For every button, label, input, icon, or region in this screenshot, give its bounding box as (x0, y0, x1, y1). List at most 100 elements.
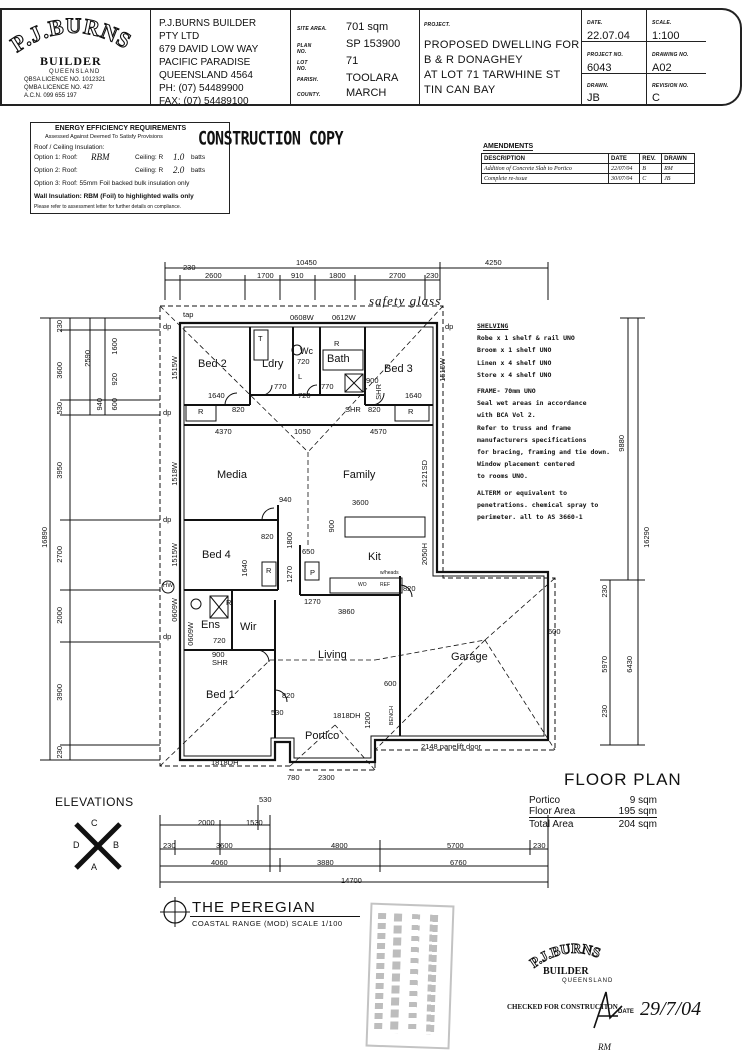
room-wir: Wir (240, 621, 257, 633)
lot-no-label: LOT NO. (297, 60, 308, 72)
misc-label: SHR (345, 405, 361, 414)
address-2: PACIFIC PARADISE (159, 57, 251, 68)
dim-text: 230 (426, 271, 439, 280)
energy-sub: Assessed Against Deemed To Satisfy Provi… (45, 134, 163, 140)
dim-text: 1818DH (211, 758, 239, 767)
misc-label: WO (358, 582, 367, 588)
footer-date-hand: 29/7/04 (640, 998, 702, 1020)
dim-text: 780 (287, 773, 300, 782)
dim-text: 3600 (55, 362, 64, 379)
elevation-letter-c: C (91, 818, 98, 828)
dim-text: 5700 (447, 841, 464, 850)
footer-initials: RM (598, 1042, 611, 1052)
approval-stamp (365, 902, 455, 1050)
dim-text: 230 (533, 841, 546, 850)
room-bed4: Bed 4 (202, 549, 231, 561)
room-portico: Portico (305, 730, 340, 742)
wall-label: 1518W (170, 462, 179, 486)
dim-text: 1818DH (333, 711, 361, 720)
area-value: 9 sqm (629, 795, 657, 806)
notes-line: Store x 4 shelf UNO (477, 370, 552, 379)
option3: Option 3: Roof: 55mm Foil backed bulk in… (34, 180, 190, 187)
dim-text: 600 (384, 679, 397, 688)
dim-text: 230 (600, 585, 609, 598)
dim-right-top: 4250 (485, 258, 502, 267)
wall-label: 1515W (170, 356, 179, 380)
footer-logo-icon: P.J.BURNS (527, 941, 603, 971)
room-bed3: Bed 3 (384, 363, 413, 375)
dim-text: 530 (259, 795, 272, 804)
footer-date-label: DATE (618, 1009, 634, 1015)
misc-label: P (310, 568, 316, 577)
dim-text: 5970 (600, 656, 609, 673)
dim-text: 820 (403, 584, 416, 593)
date-label: DATE. (587, 20, 603, 26)
footer-builder: BUILDER (543, 966, 589, 977)
misc-label: w/heads (380, 570, 399, 576)
parish: TOOLARA (346, 72, 399, 84)
room-living: Living (318, 649, 347, 661)
area-value: 195 sqm (618, 806, 657, 817)
drawing-no-label: DRAWING NO. (652, 52, 689, 58)
wall-label: 2121SD (420, 460, 429, 488)
dim-text: 230 (600, 705, 609, 718)
area-row: Floor Area 195 sqm (529, 806, 657, 818)
option1: Option 1: Roof: (34, 154, 78, 161)
wall-label: 0609W (170, 598, 179, 622)
misc-label: L (298, 372, 303, 381)
dim-text: 530 (55, 402, 64, 415)
wall-label: 0609W (186, 622, 195, 646)
logo-builder: BUILDER (40, 54, 102, 68)
fax: FAX: (07) 54489100 (159, 96, 249, 107)
dim-text: 6430 (625, 656, 634, 673)
room-wc: Wc (300, 346, 313, 356)
project-line-1: PROPOSED DWELLING FOR (424, 39, 580, 51)
plan-no-label: PLAN NO. (297, 43, 312, 55)
energy-note: Please refer to assessment letter for fu… (34, 204, 182, 210)
construction-copy-stamp: CONSTRUCTION COPY (198, 127, 344, 150)
notes-line: ALTERM or equivalent to (477, 488, 568, 497)
label-window: 0608W (290, 313, 314, 322)
wall-label: 1515W (438, 358, 447, 382)
dim-text: 2000 (55, 607, 64, 624)
dim-bottom-overall: 14700 (341, 876, 362, 885)
option2-batts: batts (191, 167, 206, 174)
dim-text: 1530 (246, 818, 263, 827)
project-text: PROPOSED DWELLING FOR B & R DONAGHEY AT … (424, 38, 579, 98)
title-block (0, 8, 742, 106)
design-name: THE PEREGIAN (192, 899, 316, 916)
dim-text: 900 (212, 650, 225, 659)
notes-line: Refer to truss and frame (477, 423, 571, 432)
dim-text: 3880 (317, 858, 334, 867)
dim-text: 1270 (285, 566, 294, 583)
handwritten-safety-glass: safety glass (369, 293, 442, 308)
misc-label: BENCH (389, 706, 395, 726)
notes-line: penetrations. chemical spray to (477, 500, 599, 509)
notes-line: to rooms UNO. (477, 472, 528, 481)
dim-text: 1700 (257, 271, 274, 280)
room-bed2: Bed 2 (198, 358, 227, 370)
dim-text: 2600 (205, 271, 222, 280)
company-address: P.J.BURNS BUILDER PTY LTD 679 DAVID LOW … (159, 17, 258, 108)
dim-text: 940 (279, 495, 292, 504)
dim-text: 720 (297, 357, 310, 366)
roof-heading: Roof / Ceiling Insulation: (34, 144, 105, 151)
revision-label: REVISION NO. (652, 83, 689, 89)
revision-value: C (652, 92, 660, 104)
label-tap: tap (183, 310, 194, 319)
dim-text: 1600 (110, 338, 119, 355)
drawn-label: DRAWN. (587, 83, 609, 89)
floor-area-summary: Portico 9 sqm Floor Area 195 sqm Total A… (529, 795, 657, 830)
misc-label: SHR (212, 658, 228, 667)
dim-text: 940 (95, 398, 104, 411)
scale-value: 1:100 (652, 30, 680, 42)
room-kit: Kit (368, 551, 381, 563)
area-row: Portico 9 sqm (529, 795, 657, 806)
elevation-letter-b: B (113, 840, 120, 850)
amend-date: 30/07/04 (607, 173, 641, 184)
dim-text: 2700 (389, 271, 406, 280)
footer-state: QUEENSLAND (562, 978, 614, 984)
dim-text: 3900 (55, 684, 64, 701)
dim-text: 1050 (294, 427, 311, 436)
